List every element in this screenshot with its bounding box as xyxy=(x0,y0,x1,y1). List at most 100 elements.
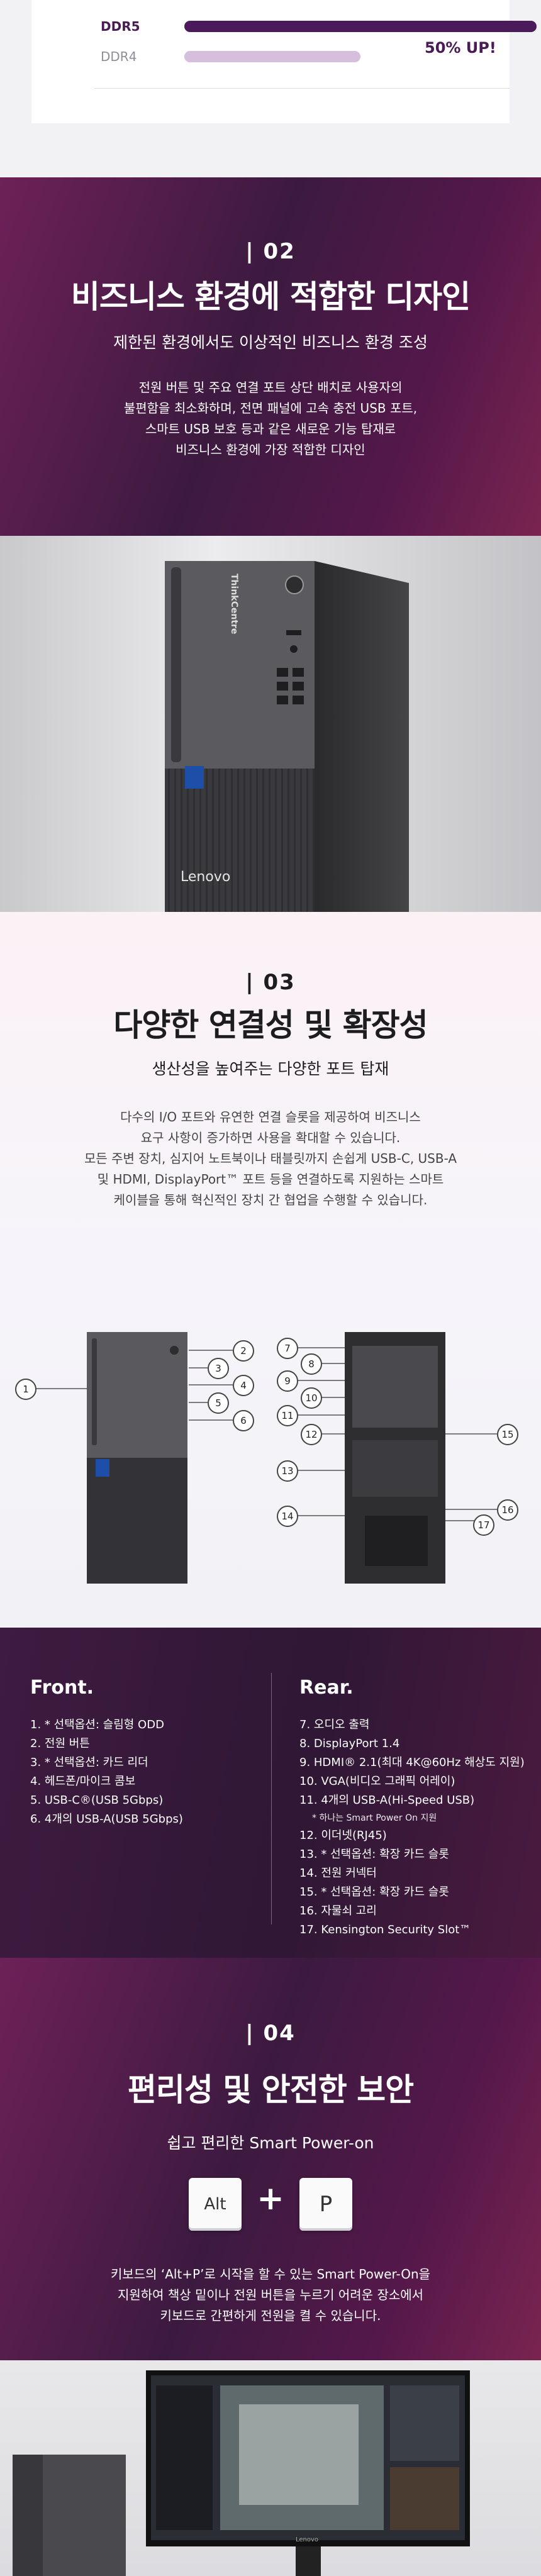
usb-port xyxy=(277,696,288,704)
callout-1: 1 xyxy=(15,1379,36,1400)
desktop-setup-photo: Lenovo xyxy=(0,2360,541,2576)
usb-port xyxy=(277,682,288,691)
usb-port xyxy=(293,696,304,704)
divider xyxy=(94,88,510,89)
list-item: 6. 4개의 USB-A(USB 5Gbps) xyxy=(30,1813,183,1826)
list-item: 3. * 선택옵션: 카드 리더 xyxy=(30,1756,148,1769)
callout-2: 2 xyxy=(233,1340,254,1362)
callout-6: 6 xyxy=(233,1410,254,1431)
callout-14: 14 xyxy=(277,1506,298,1527)
list-item: 1. * 선택옵션: 슬림형 ODD xyxy=(30,1718,164,1731)
tower-illustration xyxy=(165,561,409,912)
front-odd xyxy=(92,1338,97,1445)
list-item: 16. 자물쇠 고리 xyxy=(299,1904,377,1918)
section-body: 키보드의 ‘Alt+P’로 시작을 할 수 있는 Smart Power-On을… xyxy=(50,2264,491,2326)
list-item: 12. 이더넷(RJ45) xyxy=(299,1829,387,1842)
body-line: 키보드의 ‘Alt+P’로 시작을 할 수 있는 Smart Power-On을 xyxy=(110,2267,431,2282)
callout-16: 16 xyxy=(497,1499,518,1521)
desktop-illustration xyxy=(13,2370,470,2576)
list-item: 11. 4개의 USB-A(Hi-Speed USB) xyxy=(299,1794,475,1807)
ddr-card: DDR5 DDR4 50% UP! xyxy=(31,0,537,123)
section-02: | 02 비즈니스 환경에 적합한 디자인 제한된 환경에서도 이상적인 비즈니… xyxy=(0,177,541,536)
list-item-note: * 하나는 Smart Power On 지원 xyxy=(312,1813,437,1823)
ddr5-bar xyxy=(184,21,537,32)
list-item: 13. * 선택옵션: 확장 카드 슬롯 xyxy=(299,1848,449,1861)
ddr4-bar xyxy=(184,51,360,62)
alt-key-icon: Alt xyxy=(189,2178,242,2231)
callout-8: 8 xyxy=(301,1353,322,1375)
section-title: 편리성 및 안전한 보안 xyxy=(127,2072,414,2108)
callout-12: 12 xyxy=(301,1424,322,1445)
front-brand: Lenovo xyxy=(181,869,231,885)
callout-5: 5 xyxy=(208,1392,229,1414)
body-line: 케이블을 통해 혁신적인 장치 간 협업을 수행할 수 있습니다. xyxy=(113,1192,428,1208)
callout-11: 11 xyxy=(277,1405,298,1426)
body-line: 요구 사항이 증가하면 사용을 확대할 수 있습니다. xyxy=(140,1130,401,1145)
body-line: 다수의 I/O 포트와 유연한 연결 슬롯을 제공하여 비즈니스 xyxy=(120,1109,421,1124)
body-line: 및 HDMI, DisplayPort™ 포트 등을 연결하도록 지원하는 스마… xyxy=(97,1172,444,1187)
section-title: 비즈니스 환경에 적합한 디자인 xyxy=(70,279,471,315)
product-photo: ThinkCentre Lenovo xyxy=(0,536,541,912)
list-item: 4. 헤드폰/마이크 콤보 xyxy=(30,1775,136,1788)
usb-port xyxy=(277,668,288,677)
callout-15: 15 xyxy=(497,1424,518,1445)
body-line: 스마트 USB 보호 등과 같은 새로운 기능 탑재로 xyxy=(145,421,396,436)
section-num-text: 04 xyxy=(263,2021,296,2046)
rear-psu xyxy=(365,1516,428,1566)
section-04: | 04 편리성 및 안전한 보안 쉽고 편리한 Smart Power-on … xyxy=(0,1958,541,2360)
list-item: 2. 전원 버튼 xyxy=(30,1737,90,1750)
ddr5-row: DDR5 xyxy=(68,19,537,34)
tower-side xyxy=(315,561,409,912)
callout-10: 10 xyxy=(301,1387,322,1409)
list-item: 9. HDMI® 2.1(최대 4K@60Hz 해상도 지원) xyxy=(299,1756,525,1769)
odd-slot xyxy=(171,567,181,762)
rear-io xyxy=(352,1346,438,1428)
audio-jack xyxy=(290,645,298,653)
body-line: 불편함을 최소화하며, 전면 패널에 고속 충전 USB 포트, xyxy=(123,401,418,416)
body-line: 비즈니스 환경에 가장 적합한 디자인 xyxy=(176,442,365,457)
section-body: 전원 버튼 및 주요 연결 포트 상단 배치로 사용자의 불편함을 최소화하며,… xyxy=(63,377,478,460)
front-port-list: 1. * 선택옵션: 슬림형 ODD 2. 전원 버튼 3. * 선택옵션: 카… xyxy=(30,1716,183,1829)
list-item: 8. DisplayPort 1.4 xyxy=(299,1737,400,1750)
list-item: 15. * 선택옵션: 확장 카드 슬롯 xyxy=(299,1885,449,1899)
front-title: Front. xyxy=(30,1677,94,1699)
section-number: | 02 xyxy=(245,239,296,264)
rear-title: Rear. xyxy=(299,1677,354,1699)
callout-17: 17 xyxy=(473,1514,494,1536)
section-num-text: 02 xyxy=(263,239,296,264)
section-subtitle: 쉽고 편리한 Smart Power-on xyxy=(167,2134,374,2152)
body-line: 모든 주변 장치, 심지어 노트북이나 태블릿까지 손쉽게 USB-C, USB… xyxy=(84,1151,457,1166)
tower-upper-panel xyxy=(165,561,315,769)
section-body: 다수의 I/O 포트와 유연한 연결 슬롯을 제공하여 비즈니스 요구 사항이 … xyxy=(57,1107,484,1211)
body-line: 지원하여 책상 밑이나 전원 버튼을 누르기 어려운 장소에서 xyxy=(117,2287,424,2302)
plus-sign: + xyxy=(257,2180,284,2218)
ddr4-row: DDR4 xyxy=(68,49,471,64)
ports-list-section: Front. 1. * 선택옵션: 슬림형 ODD 2. 전원 버튼 3. * … xyxy=(0,1628,541,1958)
list-item: 5. USB-C®(USB 5Gbps) xyxy=(30,1794,164,1807)
ddr-badge: 50% UP! xyxy=(425,39,496,57)
body-line: 전원 버튼 및 주요 연결 포트 상단 배치로 사용자의 xyxy=(138,380,403,395)
ddr4-label: DDR4 xyxy=(101,49,137,64)
port-diagram xyxy=(35,1332,497,1584)
rear-slots xyxy=(352,1440,438,1497)
callout-13: 13 xyxy=(277,1460,298,1482)
monitor-brand: Lenovo xyxy=(296,2536,319,2543)
body-line: 키보드로 간편하게 전원을 켤 수 있습니다. xyxy=(160,2308,381,2323)
list-item: 10. VGA(비디오 그래픽 어레이) xyxy=(299,1775,455,1788)
callout-7: 7 xyxy=(277,1338,298,1359)
callout-4: 4 xyxy=(233,1375,254,1396)
callout-9: 9 xyxy=(277,1370,298,1392)
section-title: 다양한 연결성 및 확장성 xyxy=(113,1007,428,1043)
section-subtitle: 제한된 환경에서도 이상적인 비즈니스 환경 조성 xyxy=(113,333,428,352)
ddr5-label: DDR5 xyxy=(101,19,140,34)
intel-sticker xyxy=(96,1459,109,1477)
ddr-comparison-section: DDR5 DDR4 50% UP! xyxy=(0,0,541,177)
tower-mesh xyxy=(165,769,315,912)
list-item: 14. 전원 커넥터 xyxy=(299,1867,377,1880)
front-power xyxy=(170,1346,179,1355)
power-button-icon xyxy=(285,575,304,594)
side-brand: ThinkCentre xyxy=(229,574,239,635)
p-key-icon: P xyxy=(299,2178,352,2231)
list-item: 17. Kensington Security Slot™ xyxy=(299,1923,471,1936)
card-reader xyxy=(286,630,301,635)
